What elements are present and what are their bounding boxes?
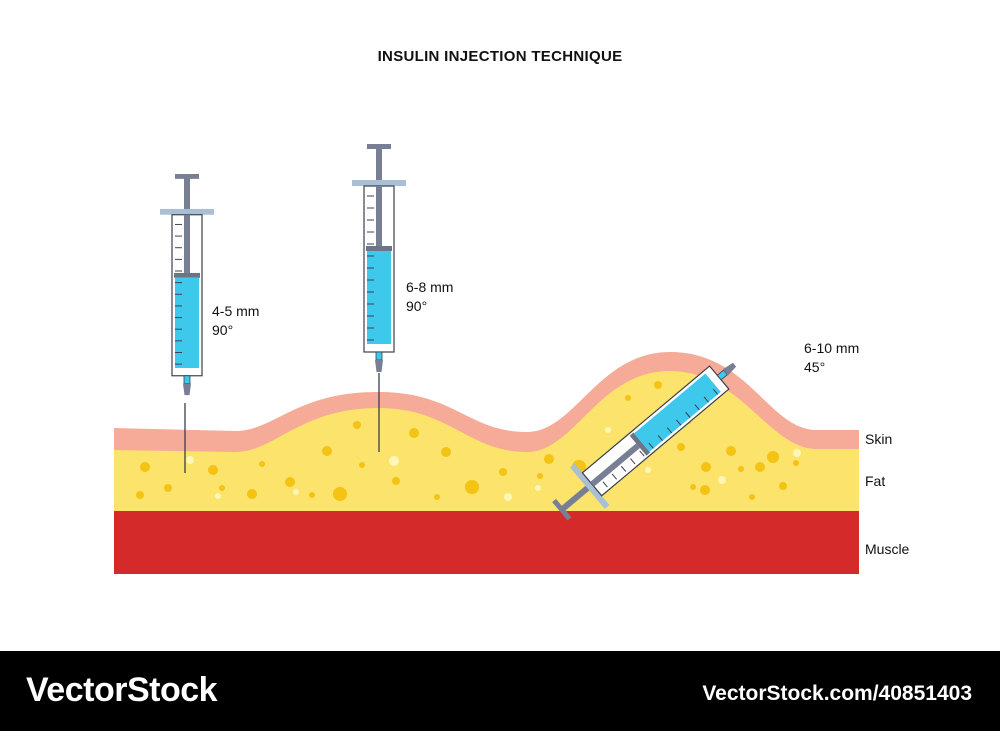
diagram-title: INSULIN INJECTION TECHNIQUE	[377, 48, 623, 65]
syringe-1-angle-label: 90°	[212, 322, 233, 338]
brand-logo: VectorStock	[26, 671, 218, 709]
watermark-bar: VectorStock VectorStock.com/40851403	[0, 651, 1000, 731]
syringe-2	[351, 143, 407, 373]
stock-url: VectorStock.com/40851403	[702, 682, 972, 705]
fat-label: Fat	[865, 473, 885, 489]
syringe-3-length-label: 6-10 mm	[804, 340, 859, 356]
syringe-1	[159, 173, 215, 396]
muscle-label: Muscle	[865, 541, 910, 557]
syringe-2-angle-label: 90°	[406, 298, 427, 314]
skin-label: Skin	[865, 431, 892, 447]
syringe-3-angle-label: 45°	[804, 359, 825, 375]
fat-bubbles	[136, 381, 799, 501]
syringe-2-length-label: 6-8 mm	[406, 279, 453, 295]
muscle-layer	[114, 511, 859, 574]
syringe-1-length-label: 4-5 mm	[212, 303, 259, 319]
injection-diagram: 4-5 mm 90° 6-8 mm 90° 6-10 mm 45° Skin F…	[114, 143, 910, 574]
